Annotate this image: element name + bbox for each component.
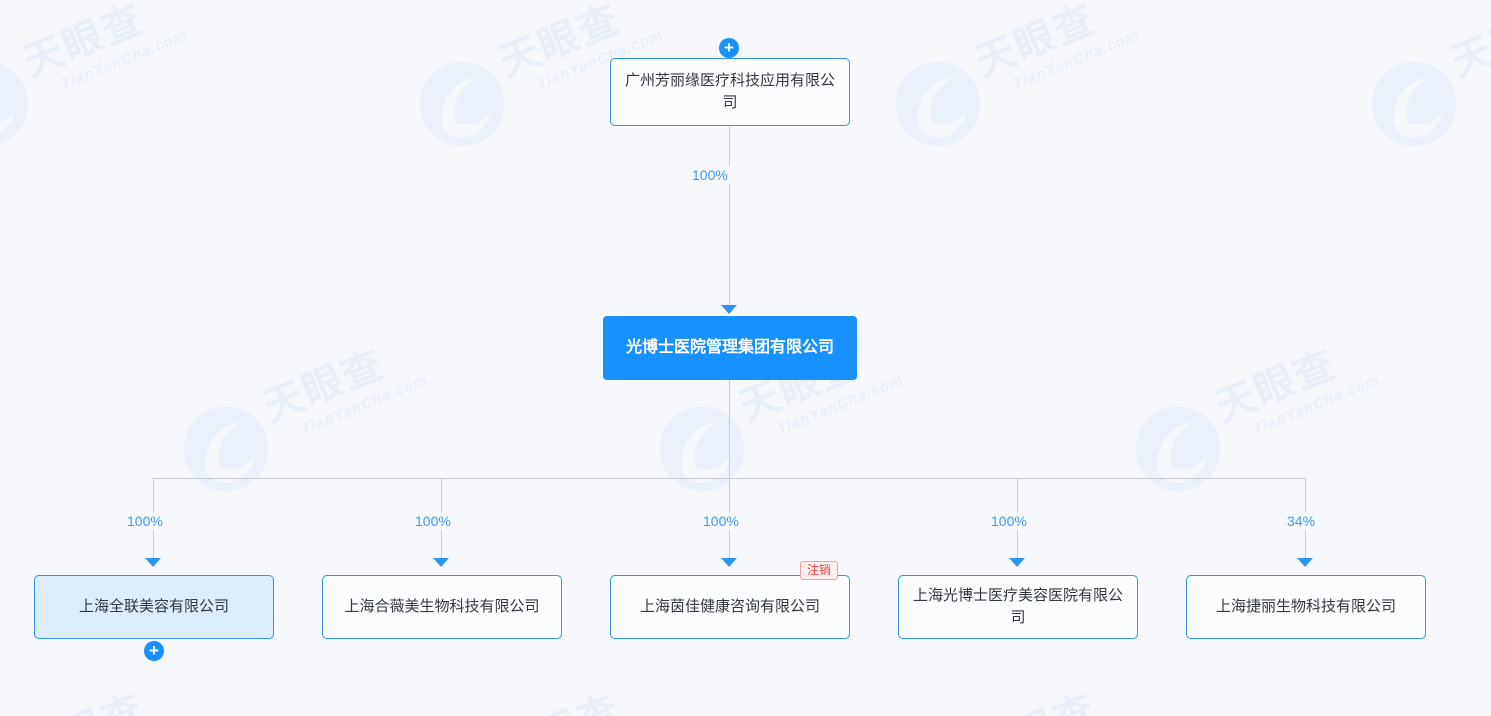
ownership-label-child-0: 100%	[123, 512, 167, 530]
arrowhead-branch-4	[1297, 558, 1313, 567]
child-node-label: 上海茵佳健康咨询有限公司	[639, 597, 820, 615]
child-node-label: 上海光博士医疗美容医院有限公司	[912, 586, 1123, 627]
ownership-label-child-3: 100%	[987, 512, 1031, 530]
ownership-label-child-4: 34%	[1283, 512, 1320, 530]
root-node[interactable]: 光博士医院管理集团有限公司	[603, 316, 857, 380]
child-node-label: 上海合薇美生物科技有限公司	[344, 597, 540, 615]
child-node-4[interactable]: 上海捷丽生物科技有限公司	[1186, 575, 1426, 639]
expand-child-0-button[interactable]: +	[144, 641, 164, 661]
ownership-label-child-2: 100%	[699, 512, 743, 530]
ownership-label-parent-0: 100%	[688, 166, 732, 184]
ownership-label-child-1: 100%	[411, 512, 455, 530]
child-node-3[interactable]: 上海光博士医疗美容医院有限公司	[898, 575, 1138, 639]
child-node-label: 上海捷丽生物科技有限公司	[1215, 597, 1396, 615]
connector-root-bus	[729, 380, 730, 478]
child-node-0[interactable]: 上海全联美容有限公司	[34, 575, 274, 639]
root-node-label: 光博士医院管理集团有限公司	[625, 339, 834, 356]
arrowhead-branch-2	[721, 558, 737, 567]
plus-icon: +	[149, 640, 159, 660]
connector-parent-root	[729, 126, 730, 306]
child-node-2[interactable]: 上海茵佳健康咨询有限公司	[610, 575, 850, 639]
plus-icon: +	[724, 37, 734, 57]
child-node-label: 上海全联美容有限公司	[78, 597, 229, 615]
arrowhead-branch-1	[433, 558, 449, 567]
arrowhead-parent-root	[721, 305, 737, 314]
parent-node-0[interactable]: 广州芳丽缘医疗科技应用有限公司	[610, 58, 850, 126]
parent-node-label: 广州芳丽缘医疗科技应用有限公司	[624, 71, 835, 112]
arrowhead-branch-0	[145, 558, 161, 567]
expand-parent-button[interactable]: +	[719, 38, 739, 58]
status-badge-child-2: 注销	[800, 561, 839, 581]
child-node-1[interactable]: 上海合薇美生物科技有限公司	[322, 575, 562, 639]
arrowhead-branch-3	[1009, 558, 1025, 567]
